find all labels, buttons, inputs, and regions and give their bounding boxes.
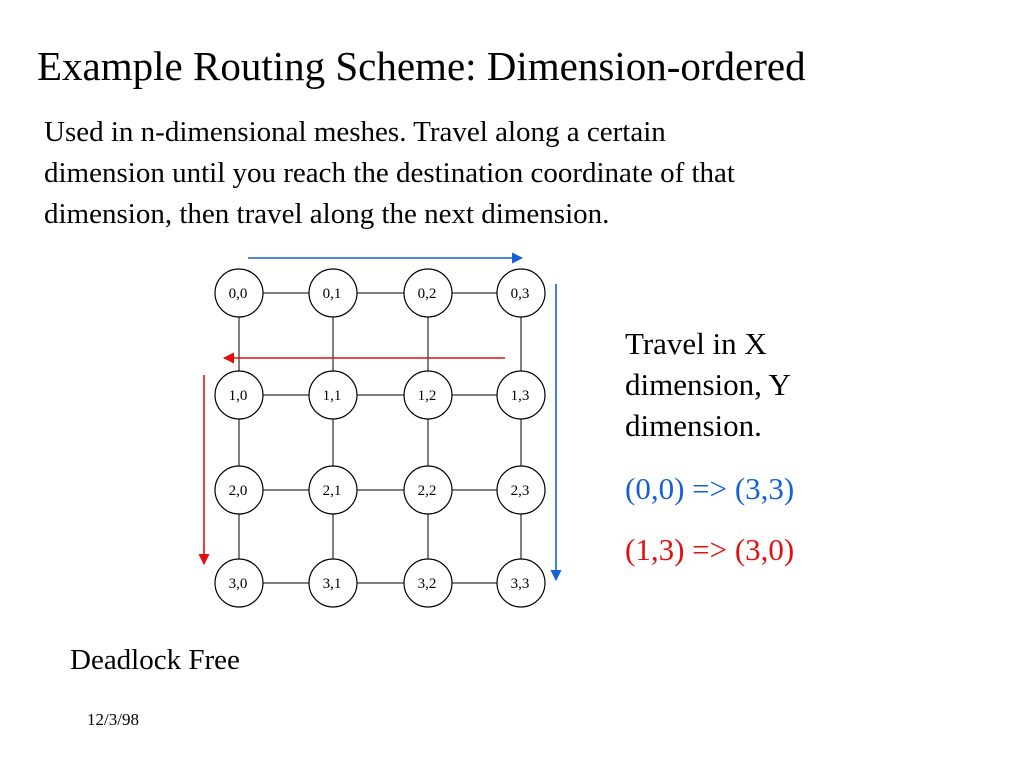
mesh-node-circle bbox=[214, 558, 264, 608]
mesh-node: 1,1 bbox=[308, 370, 358, 420]
route-red-label: (1,3) => (3,0) bbox=[625, 532, 795, 567]
mesh-nodes: 0,0 0,1 0,2 0,3 1,0 1,1 1,2 1,3 2,0 2,1 2,2 2,3 3,0 3… bbox=[214, 268, 546, 608]
mesh-node: 0,0 bbox=[214, 268, 264, 318]
body-text: Used in n-dimensional meshes. Travel alo… bbox=[44, 112, 735, 235]
mesh-node: 2,3 bbox=[496, 465, 546, 515]
mesh-node-label: 1,1 bbox=[323, 388, 342, 404]
mesh-node-label: 1,2 bbox=[418, 388, 437, 404]
mesh-node-circle bbox=[496, 465, 546, 515]
mesh-node-circle bbox=[403, 558, 453, 608]
mesh-links bbox=[238, 292, 522, 584]
side-line-1: Travel in X bbox=[625, 326, 767, 361]
mesh-node-circle bbox=[496, 558, 546, 608]
body-line-1: Used in n-dimensional meshes. Travel alo… bbox=[44, 116, 666, 148]
mesh-node-circle bbox=[308, 268, 358, 318]
mesh-node-circle bbox=[403, 370, 453, 420]
mesh-node: 0,3 bbox=[496, 268, 546, 318]
mesh-node-circle bbox=[308, 465, 358, 515]
mesh-node: 1,0 bbox=[214, 370, 264, 420]
mesh-node-label: 1,0 bbox=[229, 388, 248, 404]
mesh-node-label: 0,2 bbox=[418, 286, 437, 302]
mesh-node-label: 2,0 bbox=[229, 483, 248, 499]
route-arrows bbox=[198, 252, 562, 582]
mesh-node: 3,0 bbox=[214, 558, 264, 608]
mesh-node: 3,3 bbox=[496, 558, 546, 608]
mesh-node: 0,2 bbox=[403, 268, 453, 318]
mesh-node-label: 3,2 bbox=[418, 576, 437, 592]
mesh-node: 0,1 bbox=[308, 268, 358, 318]
mesh-node: 1,3 bbox=[496, 370, 546, 420]
route-blue-label: (0,0) => (3,3) bbox=[625, 471, 795, 506]
mesh-node-circle bbox=[214, 465, 264, 515]
mesh-node-label: 1,3 bbox=[511, 388, 530, 404]
side-line-3: dimension. bbox=[625, 408, 762, 443]
mesh-node: 3,2 bbox=[403, 558, 453, 608]
mesh-node-label: 2,3 bbox=[511, 483, 530, 499]
mesh-node-circle bbox=[496, 370, 546, 420]
body-line-3: dimension, then travel along the next di… bbox=[44, 198, 610, 230]
mesh-node-label: 3,3 bbox=[511, 576, 530, 592]
deadlock-free-note: Deadlock Free bbox=[70, 644, 240, 676]
mesh-node-label: 3,1 bbox=[323, 576, 342, 592]
mesh-node-label: 0,1 bbox=[323, 286, 342, 302]
mesh-node-label: 2,2 bbox=[418, 483, 437, 499]
mesh-node-circle bbox=[214, 268, 264, 318]
mesh-node-label: 2,1 bbox=[323, 483, 342, 499]
mesh-node: 2,0 bbox=[214, 465, 264, 515]
body-line-2: dimension until you reach the destinatio… bbox=[44, 157, 735, 189]
mesh-node-circle bbox=[496, 268, 546, 318]
mesh-node-circle bbox=[214, 370, 264, 420]
mesh-node-label: 0,0 bbox=[229, 286, 248, 302]
slide-date: 12/3/98 bbox=[87, 710, 139, 729]
mesh-node-label: 3,0 bbox=[229, 576, 248, 592]
mesh-node-label: 0,3 bbox=[511, 286, 530, 302]
slide-title: Example Routing Scheme: Dimension-ordere… bbox=[37, 43, 806, 89]
mesh-node: 2,1 bbox=[308, 465, 358, 515]
mesh-node: 2,2 bbox=[403, 465, 453, 515]
mesh-node-circle bbox=[308, 558, 358, 608]
side-line-2: dimension, Y bbox=[625, 367, 791, 402]
mesh-node-circle bbox=[403, 465, 453, 515]
side-text: Travel in X dimension, Y dimension. bbox=[625, 323, 791, 446]
mesh-node: 1,2 bbox=[403, 370, 453, 420]
mesh-node-circle bbox=[403, 268, 453, 318]
mesh-node-circle bbox=[308, 370, 358, 420]
mesh-node: 3,1 bbox=[308, 558, 358, 608]
